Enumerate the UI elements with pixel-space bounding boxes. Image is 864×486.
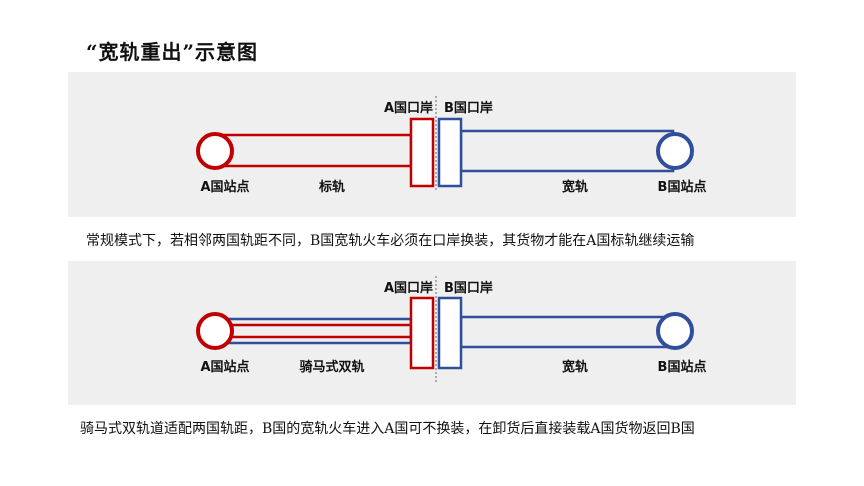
port-b-label: B国口岸 xyxy=(444,100,493,116)
station-b-label-2: B国站点 xyxy=(658,359,707,375)
dual-standard-track xyxy=(214,323,413,339)
station-a-circle-2 xyxy=(196,312,234,350)
station-a-label: A国站点 xyxy=(200,179,249,195)
track-a-label: 标轨 xyxy=(318,179,345,195)
track-b-label: 宽轨 xyxy=(561,179,588,195)
port-a-label-2: A国口岸 xyxy=(384,280,433,296)
standard-gauge-track xyxy=(214,133,413,168)
dual-broad-track-a-side xyxy=(214,317,413,345)
station-b-label: B国站点 xyxy=(658,179,707,195)
port-b-box-2 xyxy=(437,296,463,370)
station-a-circle xyxy=(196,132,234,170)
station-a-label-2: A国站点 xyxy=(200,359,249,375)
port-a-box xyxy=(409,117,435,188)
page-title: “宽轨重出”示意图 xyxy=(86,40,259,64)
caption-standard: 常规模式下，若相邻两国轨距不同，B国宽轨火车必须在口岸换装，其货物才能在A国标轨… xyxy=(86,233,695,249)
caption-dual-track: 骑马式双轨道适配两国轨距，B国的宽轨火车进入A国可不换装，在卸货后直接装载A国货… xyxy=(80,421,695,437)
station-b-circle-2 xyxy=(656,312,694,350)
track-a-label-2: 骑马式双轨 xyxy=(299,359,364,375)
diagram-standard: A国口岸 B国口岸 A国站点 B国站点 标轨 宽轨 xyxy=(196,96,707,195)
station-b-circle xyxy=(656,132,694,170)
port-b-label-2: B国口岸 xyxy=(444,280,493,296)
port-a-box-2 xyxy=(409,296,435,370)
broad-gauge-track-2 xyxy=(459,315,675,349)
port-a-label: A国口岸 xyxy=(384,100,433,116)
diagram-dual-track: A国口岸 B国口岸 A国站点 B国站点 骑马式双轨 宽轨 xyxy=(196,276,707,383)
track-b-label-2: 宽轨 xyxy=(561,359,588,375)
broad-gauge-track xyxy=(459,129,675,173)
port-b-box xyxy=(437,117,463,188)
